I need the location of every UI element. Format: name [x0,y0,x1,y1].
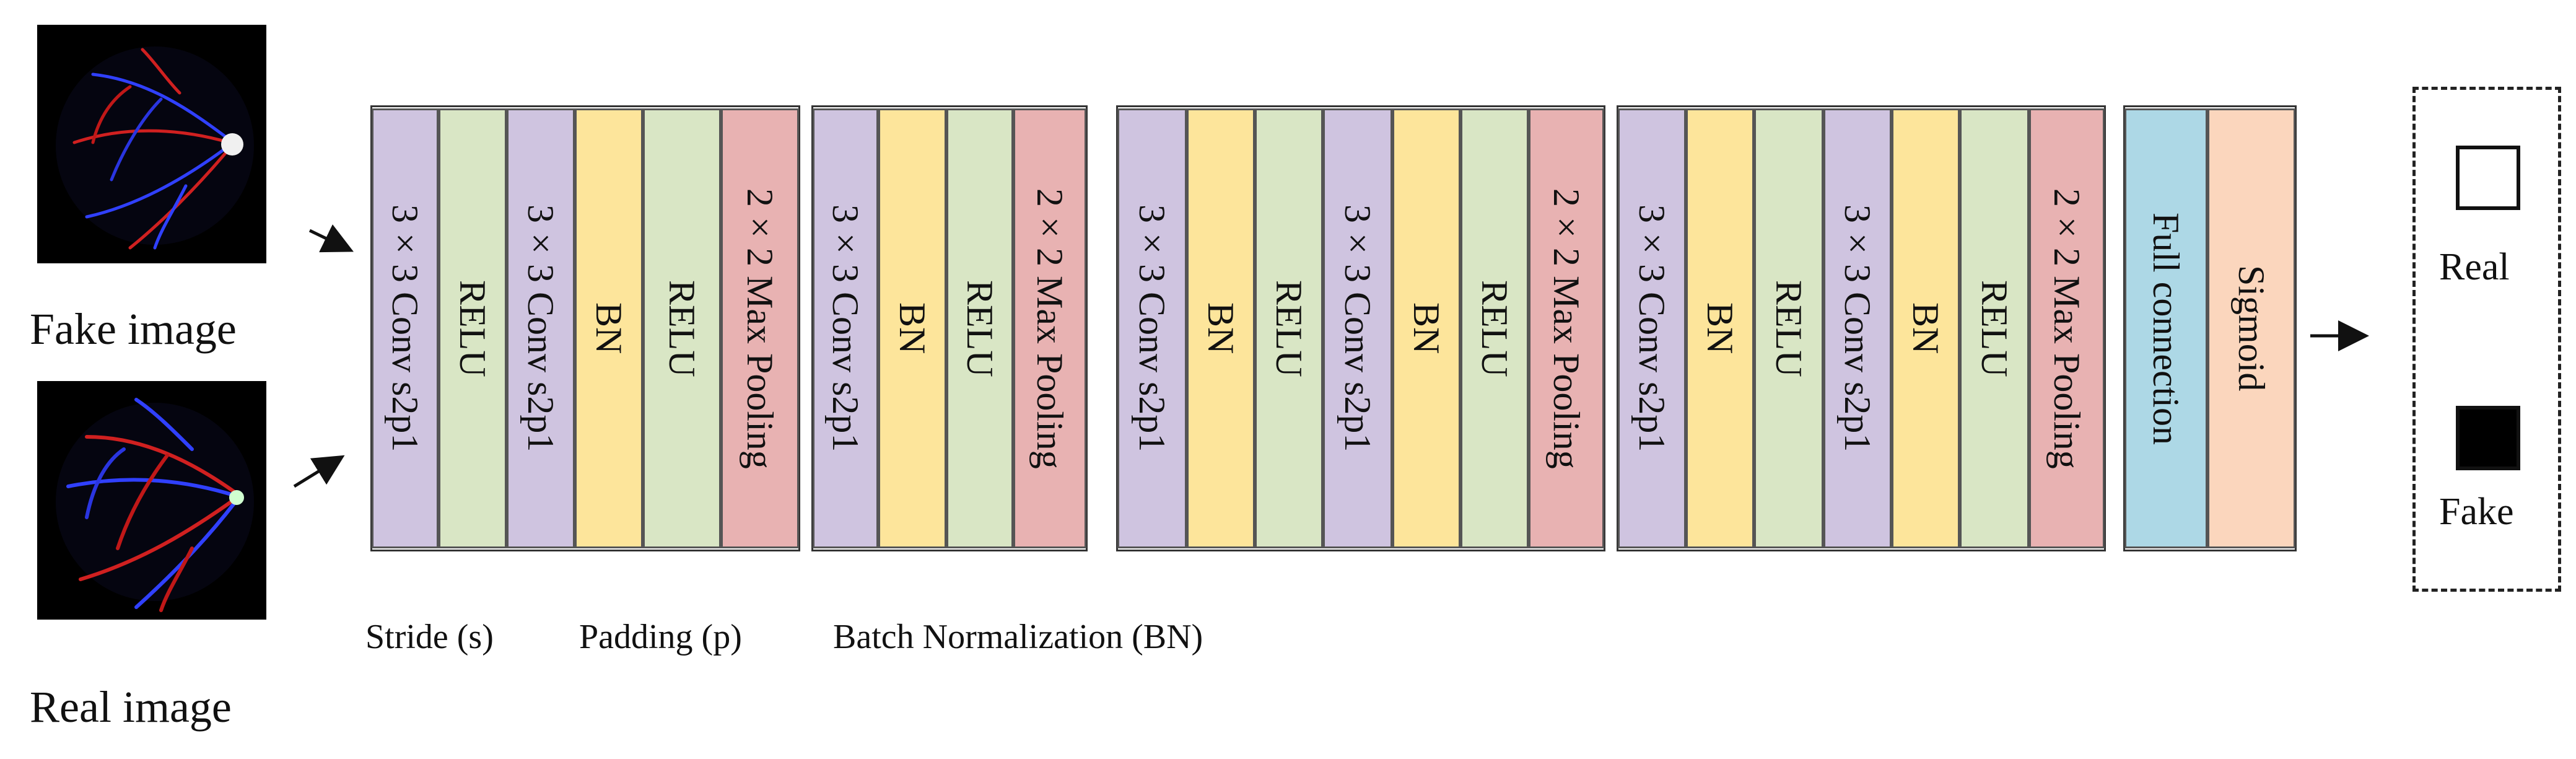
group-3-relu-layer-1: RELU [1255,108,1323,548]
fake-fundus-image [37,25,266,263]
group-4-frame [1617,105,2106,551]
group-1-bn-layer: BN [575,108,643,548]
real-class-label: Real [2439,246,2510,288]
group-2-frame [811,105,1088,551]
sigmoid-layer: Sigmoid [2207,108,2295,548]
group-4-relu-layer-1: RELU [1754,108,1823,548]
real-input-arrow [293,455,345,488]
group-2-relu-layer: RELU [946,108,1013,548]
group-1-conv-layer-1: 3×3 Conv s2p1 [372,108,439,548]
group-1-relu-layer-2: RELU [643,108,721,548]
real-vessel-map-icon [37,381,266,620]
group-4-conv-layer-2: 3×3 Conv s2p1 [1823,108,1892,548]
group-3-relu-layer-2: RELU [1460,108,1529,548]
group-4-bn-layer-2: BN [1892,108,1960,548]
group-4-pool-layer: 2×2 Max Pooling [2029,108,2105,548]
full-connection-layer: Full connection [2124,108,2207,548]
group-4-conv-layer-1: 3×3 Conv s2p1 [1618,108,1686,548]
fake-image-caption: Fake image [30,304,237,354]
group-3-pool-layer: 2×2 Max Pooling [1529,108,1604,548]
fake-input-arrow [308,224,354,253]
group-4-relu-layer-2: RELU [1960,108,2029,548]
group-1-conv-layer-2: 3×3 Conv s2p1 [507,108,575,548]
group-2-bn-layer: BN [878,108,946,548]
group-3-bn-layer-1: BN [1187,108,1255,548]
group-3-conv-layer-2: 3×3 Conv s2p1 [1323,108,1392,548]
legend-stride: Stride (s) [365,618,494,656]
fake-class-square [2456,406,2520,470]
group-1-frame [370,105,800,551]
real-class-square [2456,146,2520,210]
real-image-caption: Real image [30,682,232,732]
group-3-bn-layer-2: BN [1392,108,1460,548]
group-2-conv-layer: 3×3 Conv s2p1 [813,108,878,548]
group-3-frame [1116,105,1605,551]
group-1-pool-layer: 2×2 Max Pooling [721,108,799,548]
output-classes-frame: Real Fake [2412,87,2561,592]
real-fundus-image [37,381,266,620]
legend-batch-normalization: Batch Normalization (BN) [833,618,1203,656]
group-5-frame [2123,105,2297,551]
group-1-relu-layer-1: RELU [439,108,507,548]
group-4-bn-layer-1: BN [1686,108,1754,548]
legend-padding: Padding (p) [579,618,742,656]
group-2-pool-layer: 2×2 Max Pooling [1013,108,1086,548]
fake-class-label: Fake [2439,491,2514,533]
group-3-conv-layer-1: 3×3 Conv s2p1 [1117,108,1187,548]
fake-vessel-map-icon [37,25,266,263]
